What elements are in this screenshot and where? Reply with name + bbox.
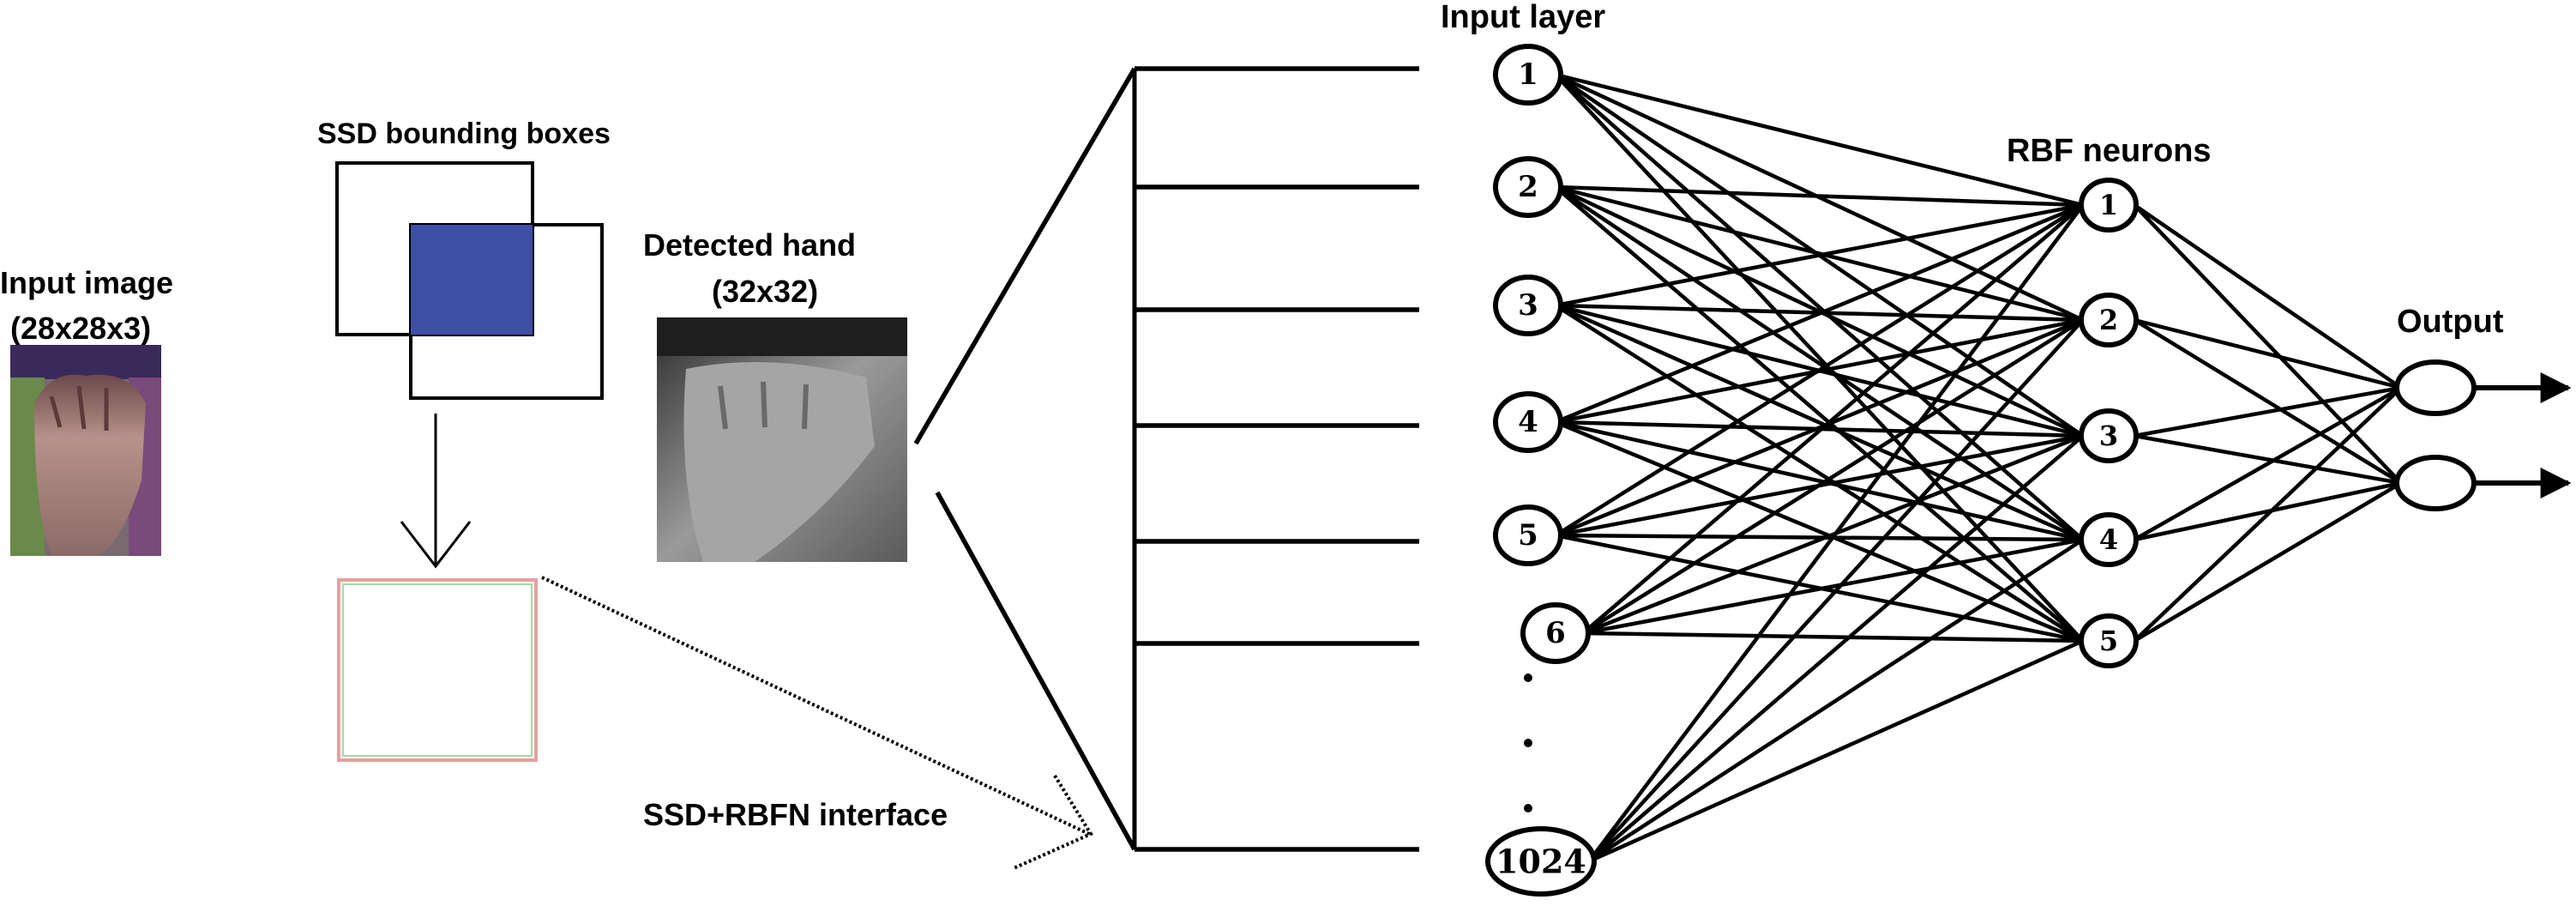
rbf-node-label: 2	[2099, 304, 2118, 336]
input-node-label: 6	[1545, 616, 1566, 650]
rbf-neurons-label: RBF neurons	[2007, 133, 2212, 169]
edge-input-1024-rbf-4	[1587, 538, 2085, 863]
edge-input-1024-rbf-1	[1587, 203, 2085, 863]
edge-input-1-rbf-4	[1554, 73, 2085, 541]
down-arrow	[400, 414, 472, 569]
edge-input-6-rbf-1	[1581, 203, 2085, 635]
input-node-label: 4	[1518, 405, 1538, 439]
input-node-label: 3	[1518, 288, 1538, 323]
rbf-node-2: 2	[2079, 293, 2139, 347]
edge-input-3-rbf-5	[1554, 304, 2085, 643]
edge-rbf-4-output-2	[2134, 480, 2402, 542]
edge-input-5-rbf-4	[1555, 533, 2084, 542]
edge-input-4-rbf-4	[1555, 420, 2084, 542]
detected-hand-dims: (32x32)	[712, 274, 818, 309]
edge-input-2-rbf-5	[1554, 185, 2085, 643]
input-node-label: 1024	[1496, 843, 1586, 881]
edge-input-3-rbf-4	[1555, 303, 2084, 542]
edge-input-6-rbf-5	[1582, 631, 2084, 643]
edge-rbf-5-output-1	[2133, 386, 2403, 643]
edge-input-5-rbf-1	[1554, 203, 2085, 537]
edge-rbf-2-output-2	[2133, 318, 2403, 485]
edge-rbf-5-output-2	[2133, 481, 2403, 643]
edge-input-1-rbf-1	[1555, 72, 2084, 208]
rbf-node-label: 4	[2099, 523, 2118, 556]
edge-input-2-rbf-4	[1554, 185, 2085, 541]
output-label: Output	[2397, 304, 2504, 340]
edge-rbf-1-output-1	[2133, 203, 2403, 390]
network-nodes: 1 2 3 4 5 6 1024 1 2 3 4 5	[1485, 44, 2477, 897]
rbf-node-4: 4	[2079, 512, 2139, 567]
rbf-node-1: 1	[2079, 178, 2139, 233]
edge-input-6-rbf-4	[1582, 537, 2084, 636]
ssd-overlap-region	[411, 225, 533, 335]
input-node-4: 4	[1493, 391, 1563, 453]
rbf-node-label: 3	[2099, 420, 2118, 452]
input-node-2: 2	[1493, 156, 1563, 218]
edge-input-3-rbf-1	[1555, 202, 2084, 308]
edge-input-4-rbf-1	[1555, 202, 2084, 425]
input-node-6: 6	[1520, 602, 1591, 664]
edge-input-5-rbf-2	[1555, 317, 2084, 538]
input-node-label: 5	[1518, 518, 1538, 553]
ssd-bounding-boxes	[335, 161, 604, 400]
input-layer-label: Input layer	[1441, 0, 1605, 35]
edge-input-2-rbf-1	[1555, 184, 2084, 208]
rbf-node-label: 5	[2099, 625, 2118, 657]
edge-rbf-3-output-2	[2134, 433, 2402, 486]
input-node-1024: 1024	[1485, 826, 1597, 897]
input-image-dims: (28x28x3)	[10, 311, 151, 346]
ellipsis-dots	[1524, 673, 1532, 812]
detected-hand-thumbnail	[657, 317, 907, 562]
edge-rbf-1-output-2	[2133, 203, 2403, 485]
input-node-1: 1	[1493, 44, 1563, 106]
edge-input-4-rbf-5	[1555, 420, 2084, 643]
edge-input-1024-rbf-2	[1587, 318, 2085, 863]
interface-fan	[913, 66, 1419, 852]
rbf-node-5: 5	[2079, 613, 2139, 668]
input-image-label: Input image	[0, 265, 173, 300]
network-connections	[1554, 72, 2572, 864]
interface-arrow	[541, 576, 1093, 870]
input-node-5: 5	[1493, 504, 1563, 566]
edge-input-1-rbf-5	[1554, 73, 2085, 643]
input-node-label: 1	[1518, 57, 1538, 92]
detected-hand-label: Detected hand	[643, 227, 856, 263]
edge-rbf-4-output-1	[2133, 386, 2403, 541]
ssd-boxes-label: SSD bounding boxes	[317, 118, 611, 150]
edge-input-1024-rbf-5	[1588, 638, 2084, 864]
edge-rbf-2-output-1	[2134, 317, 2402, 390]
edge-input-1024-rbf-3	[1587, 434, 2085, 863]
edge-rbf-3-output-1	[2134, 385, 2402, 438]
output-node-2	[2394, 455, 2477, 511]
input-image-thumbnail	[10, 345, 161, 556]
rbf-node-label: 1	[2099, 189, 2118, 221]
edge-input-6-rbf-2	[1581, 318, 2085, 635]
crop-box	[337, 578, 538, 762]
interface-label: SSD+RBFN interface	[643, 797, 948, 832]
input-node-3: 3	[1493, 275, 1563, 336]
output-node-1	[2394, 359, 2477, 416]
rbf-node-3: 3	[2079, 408, 2139, 463]
input-node-label: 2	[1518, 170, 1538, 204]
